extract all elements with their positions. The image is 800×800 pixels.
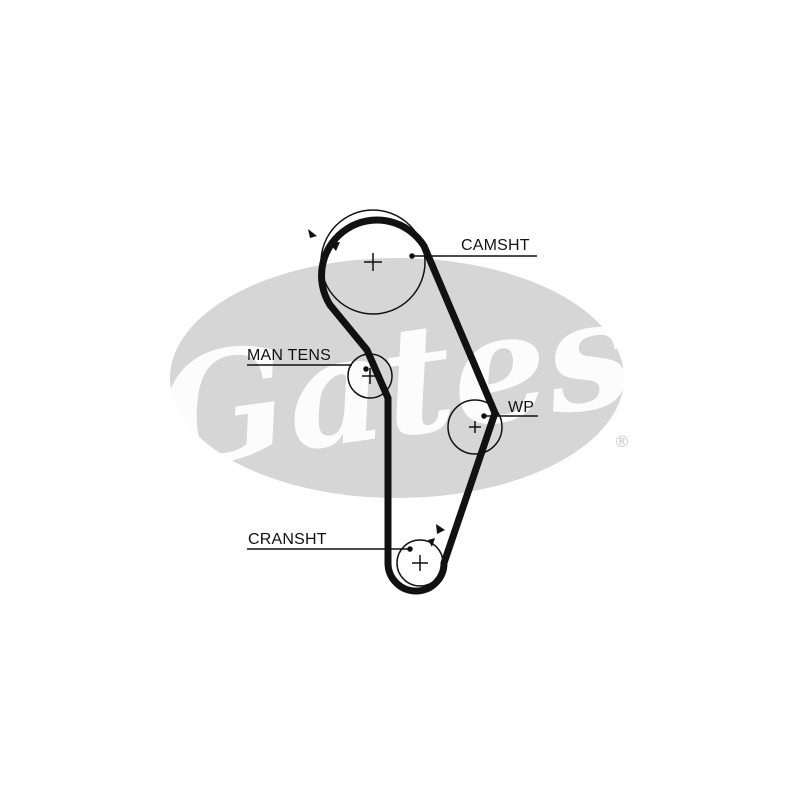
timing-arrow-icon xyxy=(308,229,317,238)
timing-arrow-icon xyxy=(428,538,435,547)
camshaft-pulley-circle xyxy=(320,209,426,315)
leader-lines xyxy=(247,253,538,552)
camshaft-pulley xyxy=(320,209,426,315)
logo-wordmark: Gates xyxy=(148,263,642,503)
water-pump-center-mark-icon xyxy=(469,421,481,433)
water-pump-pulley xyxy=(447,399,503,455)
timing-arrow-icon xyxy=(329,242,340,251)
camshaft-center-mark-icon xyxy=(364,253,382,271)
crankshaft-pulley-circle xyxy=(396,539,444,587)
label-camshaft: CAMSHT xyxy=(461,237,530,254)
crankshaft-timing-marks xyxy=(428,524,445,547)
logo-oval xyxy=(170,258,624,498)
crankshaft-pulley xyxy=(396,539,444,587)
water-pump-leader-dot xyxy=(481,413,487,419)
camshaft-leader-dot xyxy=(409,253,415,259)
registered-mark-icon: ® xyxy=(614,432,630,451)
label-crankshaft: CRANSHT xyxy=(248,531,327,548)
crankshaft-leader-dot xyxy=(407,546,413,552)
label-manual-tensioner: MAN TENS xyxy=(247,347,331,364)
camshaft-timing-marks xyxy=(308,229,340,251)
tensioner-pulley-circle xyxy=(347,353,393,399)
manual-tensioner-pulley xyxy=(347,353,393,399)
tensioner-leader-dot xyxy=(363,366,369,372)
tensioner-center-mark-icon xyxy=(362,368,378,384)
timing-belt xyxy=(318,216,499,595)
gates-logo-watermark: Gates ® xyxy=(148,258,642,504)
water-pump-pulley-circle xyxy=(447,399,503,455)
label-water-pump: WP xyxy=(508,399,534,416)
crankshaft-center-mark-icon xyxy=(412,555,428,571)
timing-arrow-icon xyxy=(436,524,445,534)
